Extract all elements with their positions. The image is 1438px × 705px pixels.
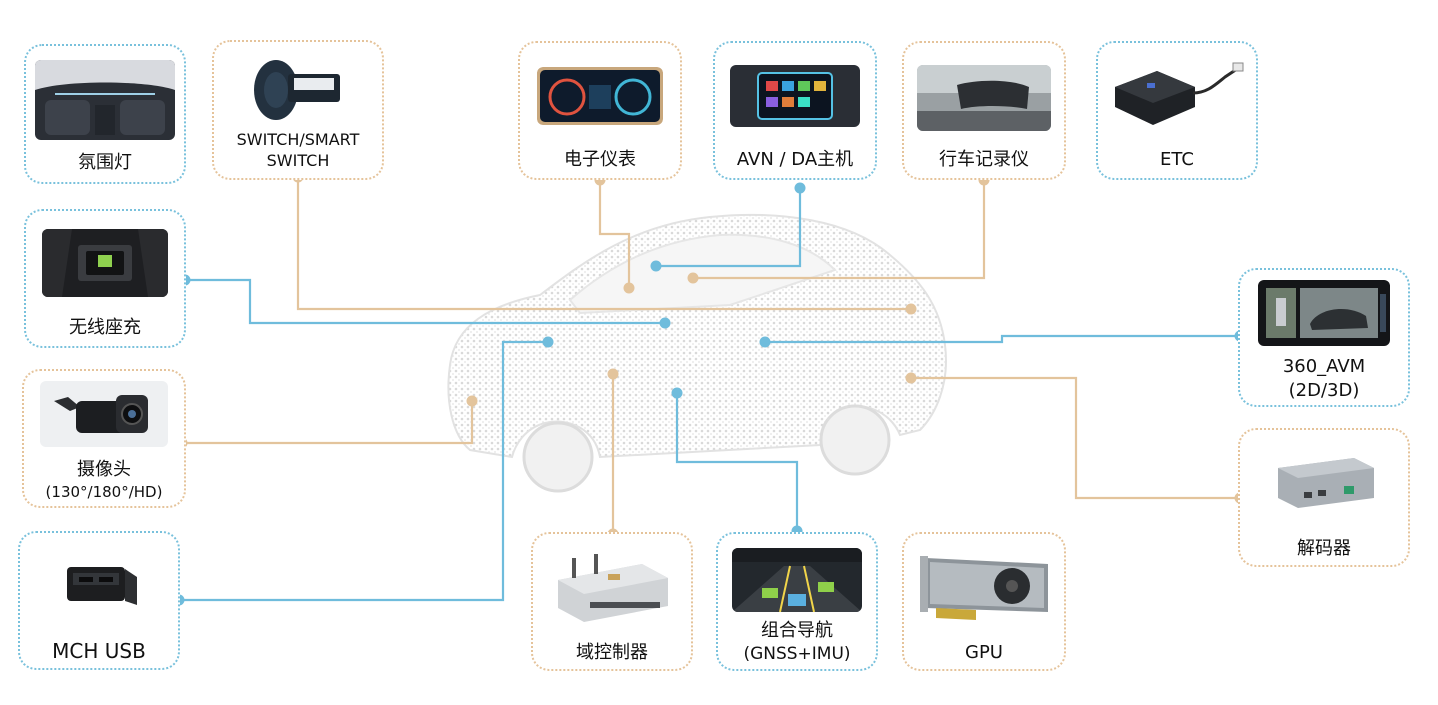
controller-box-photo-icon <box>550 550 674 626</box>
card-dashcam: 行车记录仪 <box>902 41 1066 180</box>
avm-label-line2: (2D/3D) <box>1288 380 1360 401</box>
card-usb: MCH USB <box>18 531 180 670</box>
card-gpu: GPU <box>902 532 1066 671</box>
card-wireless-charger: 无线座充 <box>24 209 186 348</box>
card-instrument-cluster: 电子仪表 <box>518 41 682 180</box>
decoder-box-photo-icon <box>1264 446 1384 516</box>
avm-label-line1: 360_AVM <box>1282 356 1366 377</box>
usb-label: MCH USB <box>52 639 146 663</box>
card-ambient-light: 氛围灯 <box>24 44 186 184</box>
card-avm: 360_AVM (2D/3D) <box>1238 268 1410 407</box>
card-camera: 摄像头 (130°/180°/HD) <box>22 369 186 508</box>
card-domain-controller: 域控制器 <box>531 532 693 671</box>
instrument-cluster-photo-icon <box>537 67 663 125</box>
avm-screen-photo-icon <box>1258 280 1390 346</box>
navigation-screen-photo-icon <box>732 548 862 612</box>
domain-controller-label: 域控制器 <box>576 642 648 663</box>
gpu-label: GPU <box>965 642 1003 663</box>
car-silhouette <box>447 213 947 493</box>
infotainment-screen-photo-icon <box>730 65 860 127</box>
dashcam-photo-icon <box>917 65 1051 131</box>
card-switch: SWITCH/SMART SWITCH <box>212 40 384 180</box>
card-decoder: 解码器 <box>1238 428 1410 567</box>
ambient-light-label: 氛围灯 <box>78 152 132 173</box>
camera-label-line1: 摄像头 <box>77 459 131 480</box>
car-interior-photo-icon <box>35 60 175 140</box>
wireless-charger-photo-icon <box>42 229 168 297</box>
wireless-charger-label: 无线座充 <box>69 317 141 338</box>
avn-label: AVN / DA主机 <box>736 149 854 170</box>
card-etc: ETC <box>1096 41 1258 180</box>
etc-unit-photo-icon <box>1107 57 1247 135</box>
card-gnss-imu: 组合导航 (GNSS+IMU) <box>716 532 878 671</box>
gpu-card-photo-icon <box>916 548 1052 630</box>
switch-label-line1: SWITCH/SMART <box>236 130 360 149</box>
gnss-imu-label-line2: (GNSS+IMU) <box>743 644 851 664</box>
usb-port-photo-icon <box>49 553 149 619</box>
steering-switch-photo-icon <box>248 52 348 127</box>
etc-label: ETC <box>1160 149 1194 170</box>
gnss-imu-label-line1: 组合导航 <box>761 620 833 641</box>
decoder-label: 解码器 <box>1297 538 1351 559</box>
camera-module-photo-icon <box>40 381 168 447</box>
cluster-label: 电子仪表 <box>564 149 636 170</box>
switch-label-line2: SWITCH <box>266 151 330 170</box>
dashcam-label: 行车记录仪 <box>939 149 1029 170</box>
camera-label-line2: (130°/180°/HD) <box>45 483 163 501</box>
card-avn: AVN / DA主机 <box>713 41 877 180</box>
